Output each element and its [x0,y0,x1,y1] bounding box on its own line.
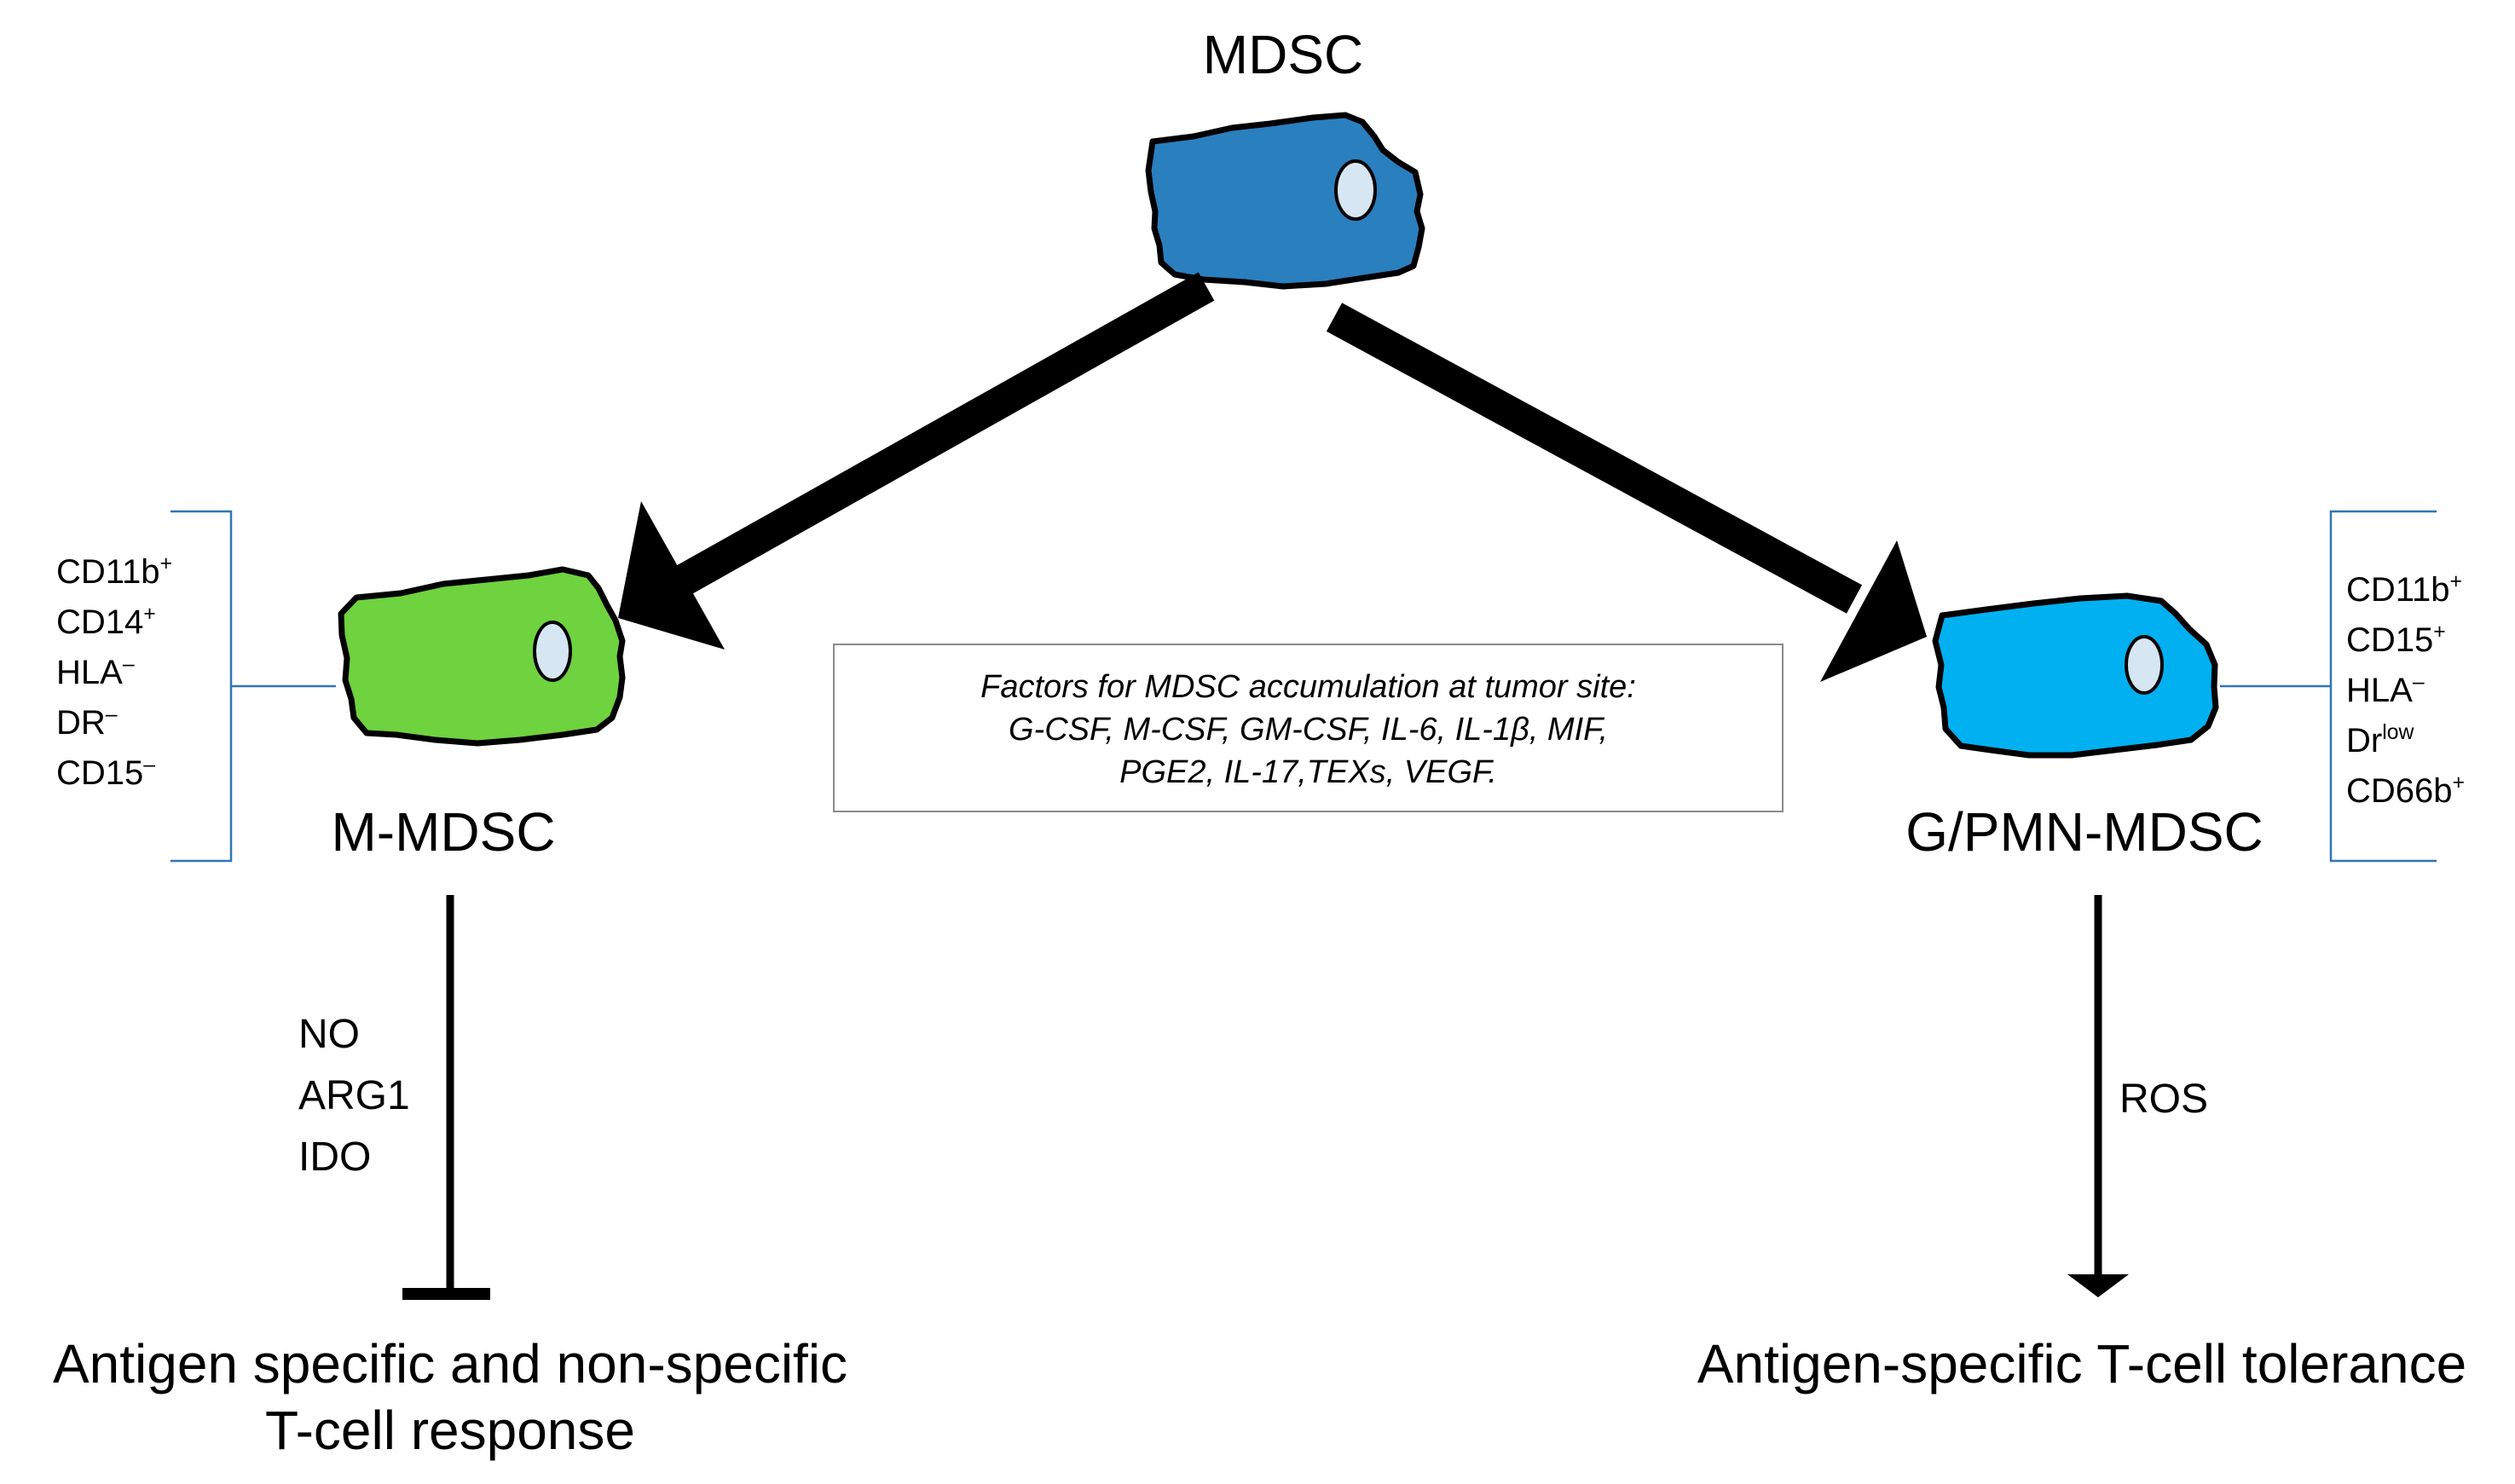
differentiation-arrow-left [618,272,1215,650]
marker-superscript: + [2433,621,2446,644]
marker-superscript: low [2382,721,2414,745]
m-mdsc-outcome-line2: T-cell response [265,1400,635,1461]
g-mdsc-outcome: Antigen-specific T-cell tolerance [1697,1333,2467,1394]
g-mdsc-cell [1932,592,2219,759]
g-mdsc-nucleus [2125,635,2164,695]
factors-box-line: PGE2, IL-17,TEXs, VEGF. [1119,754,1497,790]
ros-label: ROS [2119,1077,2209,1122]
m-mdsc-marker-list: CD11b+CD14+HLA–DR–CD15– [56,547,172,799]
factors-box-title: Factors for MDSC accumulation at tumor s… [980,669,1636,705]
marker-superscript: – [105,703,118,727]
marker-name: HLA [2346,672,2413,709]
marker-superscript: – [143,754,156,777]
m-mdsc-cell [338,566,626,747]
marker-item: HLA– [2346,666,2465,716]
marker-superscript: + [2452,771,2465,795]
mediator-item: ARG1 [298,1073,410,1118]
m-mdsc-label: M-MDSC [331,801,556,863]
mdsc-cell [1145,112,1425,290]
marker-name: CD66b [2346,772,2453,810]
marker-superscript: + [159,552,173,576]
marker-item: HLA– [56,648,172,698]
marker-superscript: + [143,603,156,627]
factors-box-line: G-CSF, M-CSF, GM-CSF, IL-6, IL-1β, MIF, [1008,712,1609,748]
marker-name: HLA [56,654,123,691]
mdsc-nucleus [1334,159,1377,221]
marker-item: CD15– [56,748,172,799]
marker-name: CD14 [56,603,144,641]
marker-superscript: + [2449,570,2463,594]
marker-name: CD11b [2346,571,2450,609]
factors-box: Factors for MDSC accumulation at tumor s… [833,644,1784,812]
m-mdsc-cell-body [338,566,626,747]
marker-superscript: – [2412,671,2425,695]
g-mdsc-cell-body [1932,592,2219,759]
marker-name: DR [56,704,106,742]
marker-item: CD15+ [2346,615,2465,666]
mdsc-label: MDSC [1202,24,1364,85]
inhibition-line [402,895,490,1300]
m-mdsc-marker-bracket [171,510,336,863]
marker-name: CD15 [2346,621,2434,659]
m-mdsc-nucleus [533,621,572,682]
g-mdsc-marker-bracket [2220,510,2437,863]
marker-item: Drlow [2346,716,2465,766]
m-mdsc-outcome-line1: Antigen specific and non-specific [52,1333,848,1394]
marker-name: CD11b [56,553,160,591]
marker-item: CD11b+ [56,547,172,598]
marker-item: CD11b+ [2346,565,2465,615]
differentiation-arrow-right [1326,303,1927,682]
marker-item: CD66b+ [2346,766,2465,817]
marker-superscript: – [122,653,135,677]
g-mdsc-label: G/PMN-MDSC [1905,801,2264,863]
mediator-item: IDO [298,1135,372,1180]
marker-name: CD15 [56,754,144,792]
marker-item: CD14+ [56,598,172,648]
mdsc-cell-body [1145,112,1425,290]
ros-arrow [2067,895,2129,1297]
marker-item: DR– [56,698,172,748]
mediator-item: NO [298,1012,360,1057]
marker-name: Dr [2346,722,2383,759]
